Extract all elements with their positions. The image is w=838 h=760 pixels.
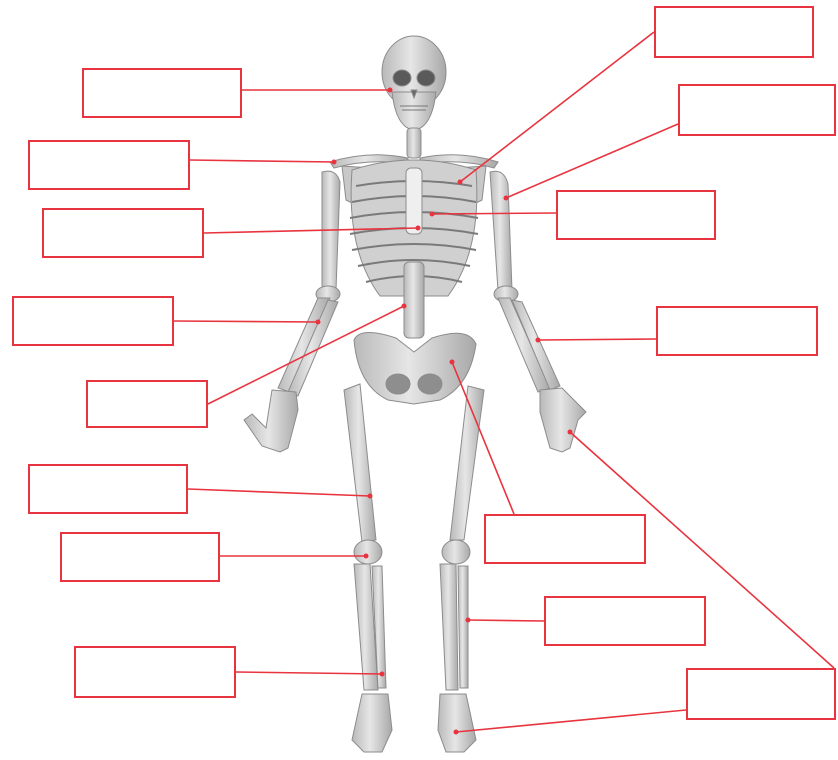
label-text bbox=[688, 670, 834, 718]
label-box-tibia[interactable] bbox=[74, 646, 236, 698]
label-text bbox=[88, 382, 206, 426]
label-box-radius[interactable] bbox=[12, 296, 174, 346]
label-box-phalanges[interactable] bbox=[686, 668, 836, 720]
label-box-ribs[interactable] bbox=[556, 190, 716, 240]
leader-lines bbox=[174, 32, 834, 732]
label-box-sternum[interactable] bbox=[42, 208, 204, 258]
label-text bbox=[84, 70, 240, 116]
label-text bbox=[656, 8, 812, 56]
label-text bbox=[658, 308, 816, 354]
label-box-fibula[interactable] bbox=[544, 596, 706, 646]
label-box-humerus[interactable] bbox=[678, 84, 836, 136]
label-text bbox=[14, 298, 172, 344]
label-text bbox=[680, 86, 834, 134]
label-text bbox=[486, 516, 644, 562]
label-text bbox=[558, 192, 714, 238]
label-text bbox=[62, 534, 218, 580]
label-box-pelvis[interactable] bbox=[484, 514, 646, 564]
label-box-vertebral-column[interactable] bbox=[86, 380, 208, 428]
skull-bone bbox=[382, 36, 446, 130]
label-box-skull[interactable] bbox=[82, 68, 242, 118]
label-box-ulna[interactable] bbox=[656, 306, 818, 356]
label-box-clavicle[interactable] bbox=[28, 140, 190, 190]
label-box-patella[interactable] bbox=[60, 532, 220, 582]
label-box-scapula[interactable] bbox=[654, 6, 814, 58]
label-text bbox=[30, 142, 188, 188]
label-text bbox=[76, 648, 234, 696]
label-text bbox=[546, 598, 704, 644]
label-box-femur[interactable] bbox=[28, 464, 188, 514]
label-text bbox=[44, 210, 202, 256]
label-text bbox=[30, 466, 186, 512]
